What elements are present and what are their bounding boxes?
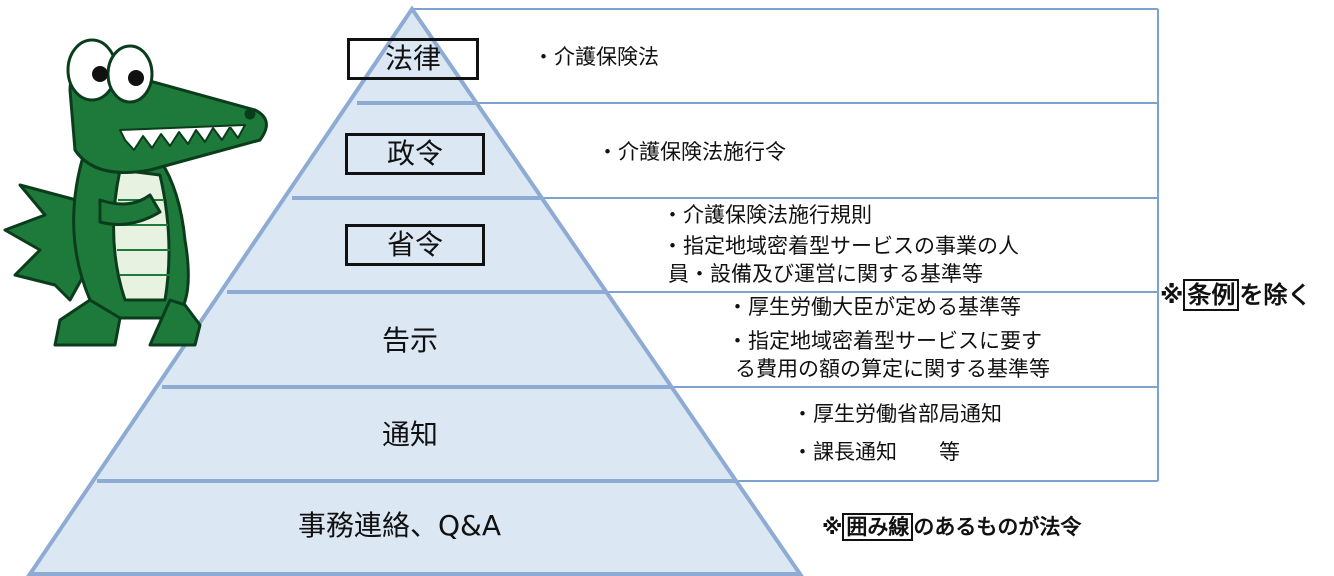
level-label-admin-contact-qa: 事務連絡、Q&A [298, 509, 502, 542]
note-text: のあるものが法令 [913, 515, 1082, 539]
notice-item-3: る費用の額の算定に関する基準等 [735, 357, 1050, 381]
notice-item-1: ・厚生労働大臣が定める基準等 [727, 295, 1021, 319]
ordinance-exclusion-note: ※条例を除く [1160, 279, 1312, 311]
notice-item-2: ・指定地域密着型サービスに要す [727, 329, 1042, 353]
level-label-law: 法律 [347, 38, 479, 80]
cabinet-order-item: ・介護保険法施行令 [597, 140, 786, 164]
ordinance-item-2: ・指定地域密着型サービスの事業の人 [662, 234, 1019, 258]
crocodile-teeth [119, 124, 246, 151]
crocodile-arm [98, 193, 162, 226]
crocodile-belly [112, 168, 171, 302]
note-text: を除く [1239, 281, 1312, 309]
crocodile-left-pupil [92, 66, 108, 82]
crocodile-left-foot [53, 298, 122, 347]
pyramid-dividers [97, 101, 737, 483]
legal-boxed-word: 囲み線 [842, 513, 914, 541]
ordinance-item-1: ・介護保険法施行規則 [662, 203, 872, 227]
note-mark: ※ [1160, 281, 1184, 309]
crocodile-nostril [244, 108, 256, 120]
ordinance-item-3: 員・設備及び運営に関する基準等 [668, 262, 983, 286]
notification-item-1: ・厚生労働省部局通知 [792, 402, 1002, 426]
law-item: ・介護保険法 [533, 45, 659, 69]
level-label-notice: 告示 [382, 324, 439, 357]
legal-definition-note: ※囲み線のあるものが法令 [822, 513, 1082, 541]
level-label-notification: 通知 [382, 418, 439, 451]
ordinance-boxed-word: 条例 [1183, 279, 1240, 311]
note-mark: ※ [822, 515, 843, 539]
crocodile-right-pupil [128, 70, 144, 86]
crocodile-right-foot [148, 298, 202, 347]
crocodile-mascot [3, 38, 268, 347]
notification-item-2: ・課長通知 等 [792, 440, 960, 464]
level-label-cabinet-order: 政令 [345, 133, 485, 175]
level-label-ministerial-ordinance: 省令 [345, 224, 485, 266]
